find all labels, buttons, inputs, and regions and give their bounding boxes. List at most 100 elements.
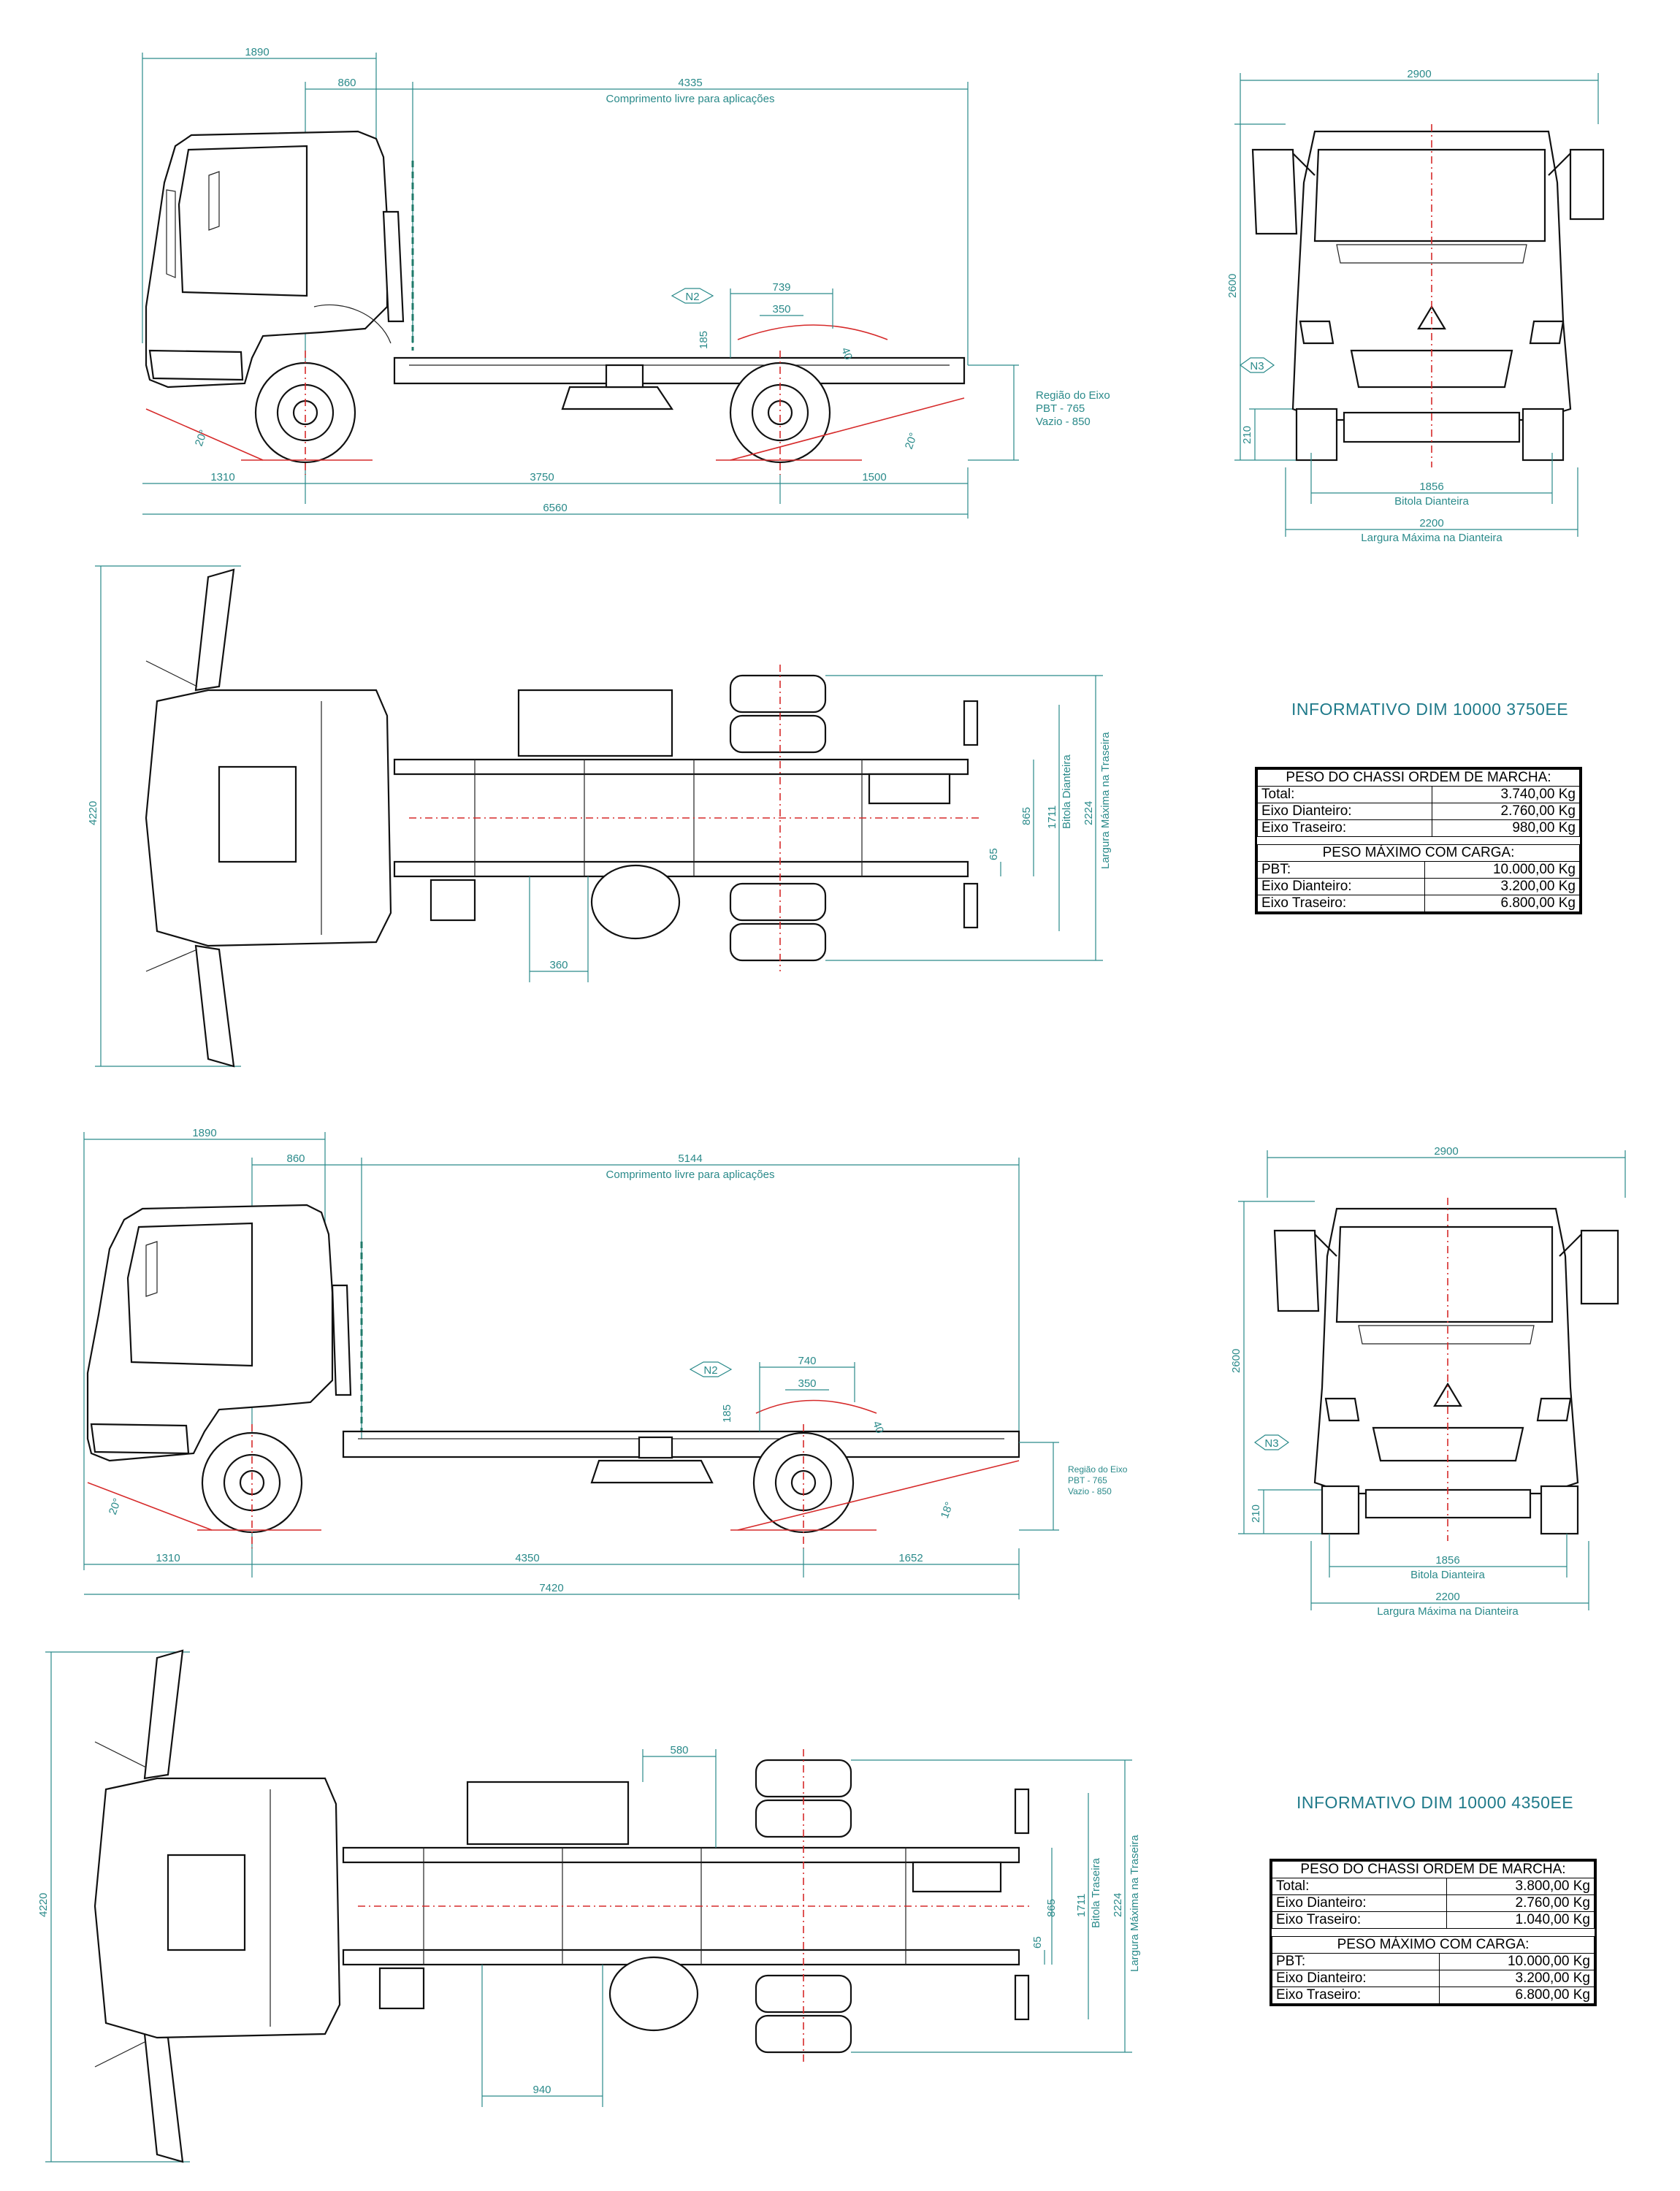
- front-dim-2900: 2900: [1407, 68, 1431, 80]
- weight-label: PBT:: [1271, 1953, 1440, 1970]
- front2-dim-1856: 1856: [1435, 1554, 1459, 1567]
- svg-text:N2: N2: [703, 1364, 717, 1377]
- top-dim-360: 360: [549, 959, 568, 971]
- rear-width-label-2: Largura Máxima na Traseira: [1129, 1835, 1141, 1972]
- side-view-2: 1890 860 5144 Comprimento livre para apl…: [83, 1127, 1128, 1599]
- weight-value: 1.040,00 Kg: [1446, 1911, 1595, 1929]
- marker-n3-2: N3: [1253, 1434, 1290, 1450]
- approach-angle: 20°: [193, 428, 210, 448]
- dim-1310: 1310: [210, 471, 234, 483]
- dim2-1652: 1652: [898, 1552, 923, 1564]
- front2-dim-2900: 2900: [1434, 1145, 1458, 1158]
- weight-value: 3.200,00 Kg: [1424, 878, 1580, 895]
- top2-dim-865: 865: [1045, 1899, 1058, 1917]
- front-dim-2200: 2200: [1419, 517, 1443, 529]
- max-width-label: Largura Máxima na Dianteira: [1361, 532, 1503, 544]
- top-view-1: 4220 360 65 865: [87, 565, 1112, 1068]
- rear-wheel-2: [752, 1431, 855, 1534]
- front-view-2: 2900 2600 210 N3 1856 Bitola Dianteira: [1230, 1145, 1626, 1618]
- axle-region-empty: Vazio - 850: [1036, 416, 1091, 428]
- dim-1890: 1890: [245, 46, 269, 58]
- weight-value: 3.740,00 Kg: [1432, 786, 1580, 803]
- dim-40: 40: [839, 346, 855, 362]
- weight-value: 3.200,00 Kg: [1439, 1970, 1595, 1987]
- weight-value: 2.760,00 Kg: [1446, 1894, 1595, 1912]
- axle-region-pbt: PBT - 765: [1036, 402, 1085, 415]
- dim2-40: 40: [870, 1420, 886, 1435]
- weight-value: 980,00 Kg: [1432, 819, 1580, 837]
- top-view-2: 4220 580 940 65 865: [37, 1649, 1141, 2163]
- dim-860: 860: [337, 77, 356, 89]
- weight-value: 6.800,00 Kg: [1439, 1987, 1595, 2004]
- info-title-4350: INFORMATIVO DIM 10000 4350EE: [1297, 1793, 1574, 1812]
- dim-3750: 3750: [530, 471, 554, 483]
- free-length-label: Comprimento livre para aplicações: [606, 93, 775, 105]
- front-dim-210: 210: [1241, 426, 1253, 444]
- rear-track-label-2: Bitola Traseira: [1090, 1857, 1102, 1928]
- svg-text:N3: N3: [1264, 1437, 1278, 1450]
- marker-n3: N3: [1239, 357, 1275, 373]
- departure-angle: 20°: [903, 431, 920, 451]
- departure-angle-2: 18°: [939, 1500, 956, 1520]
- top-dim-1711: 1711: [1046, 806, 1058, 829]
- weight-label: Eixo Dianteiro:: [1256, 878, 1426, 895]
- max-width-label-2: Largura Máxima na Dianteira: [1377, 1605, 1519, 1618]
- rear-track-label: Bitola Dianteira: [1061, 754, 1073, 829]
- weight-value: 6.800,00 Kg: [1424, 895, 1580, 912]
- top2-dim-1711: 1711: [1075, 1894, 1088, 1917]
- dim-739: 739: [772, 281, 790, 294]
- chassis-weight-header: PESO DO CHASSI ORDEM DE MARCHA:: [1272, 1861, 1595, 1878]
- weight-value: 10.000,00 Kg: [1424, 861, 1580, 879]
- front-view-1: 2900 2600 210 N3 1856 Bitola Diantei: [1226, 68, 1605, 544]
- info-title-3750: INFORMATIVO DIM 10000 3750EE: [1291, 700, 1569, 719]
- weight-label: Total:: [1256, 786, 1433, 803]
- top-dim-2224: 2224: [1083, 801, 1095, 825]
- max-weight-header: PESO MÁXIMO COM CARGA:: [1257, 844, 1580, 862]
- weight-label: Eixo Traseiro:: [1271, 1911, 1448, 1929]
- weight-label: Eixo Dianteiro:: [1271, 1894, 1448, 1912]
- dim-6560: 6560: [543, 502, 567, 514]
- weights-table-4350: PESO DO CHASSI ORDEM DE MARCHA: Total:3.…: [1269, 1859, 1597, 2006]
- dim-350: 350: [772, 303, 790, 316]
- weight-value: 3.800,00 Kg: [1446, 1878, 1595, 1895]
- dim-4335: 4335: [678, 77, 702, 89]
- front2-dim-210: 210: [1250, 1504, 1262, 1523]
- dim2-350: 350: [798, 1377, 816, 1390]
- top-dim-865: 865: [1020, 807, 1033, 825]
- front-dim-2600: 2600: [1226, 274, 1239, 298]
- top2-dim-940: 940: [532, 2084, 551, 2096]
- weight-label: Eixo Traseiro:: [1271, 1987, 1440, 2004]
- weight-label: Eixo Traseiro:: [1256, 895, 1426, 912]
- dim2-185: 185: [721, 1404, 733, 1423]
- weight-value: 10.000,00 Kg: [1439, 1953, 1595, 1970]
- weight-label: Eixo Traseiro:: [1256, 819, 1433, 837]
- track-label: Bitola Dianteira: [1394, 495, 1469, 508]
- weight-value: 2.760,00 Kg: [1432, 803, 1580, 820]
- rear-width-label: Largura Máxima na Traseira: [1099, 732, 1112, 869]
- svg-text:N3: N3: [1250, 360, 1264, 372]
- front2-dim-2200: 2200: [1435, 1591, 1459, 1603]
- top2-dim-2224: 2224: [1112, 1893, 1124, 1917]
- chassis-weight-header: PESO DO CHASSI ORDEM DE MARCHA:: [1257, 769, 1580, 787]
- dim2-5144: 5144: [678, 1152, 702, 1165]
- dim2-740: 740: [798, 1355, 816, 1367]
- weight-label: Total:: [1271, 1878, 1448, 1895]
- max-weight-header: PESO MÁXIMO COM CARGA:: [1272, 1936, 1595, 1954]
- front-dim-1856: 1856: [1419, 481, 1443, 493]
- free-length-label-2: Comprimento livre para aplicações: [606, 1169, 775, 1181]
- rear-wheel-top-left-outer: [729, 674, 827, 714]
- top2-dim-4220: 4220: [37, 1893, 50, 1917]
- top-dim-4220: 4220: [87, 801, 99, 825]
- axle-region-pbt-2: PBT - 765: [1068, 1475, 1107, 1485]
- track-label-2: Bitola Dianteira: [1410, 1569, 1485, 1581]
- front-wheel-2: [201, 1431, 303, 1534]
- dim2-7420: 7420: [539, 1582, 563, 1594]
- front2-dim-2600: 2600: [1230, 1349, 1242, 1373]
- weight-label: Eixo Dianteiro:: [1256, 803, 1433, 820]
- dim2-4350: 4350: [515, 1552, 539, 1564]
- axle-region-label: Região do Eixo: [1036, 389, 1110, 402]
- dim2-1890: 1890: [192, 1127, 216, 1139]
- weight-label: PBT:: [1256, 861, 1426, 879]
- dim-1500: 1500: [862, 471, 886, 483]
